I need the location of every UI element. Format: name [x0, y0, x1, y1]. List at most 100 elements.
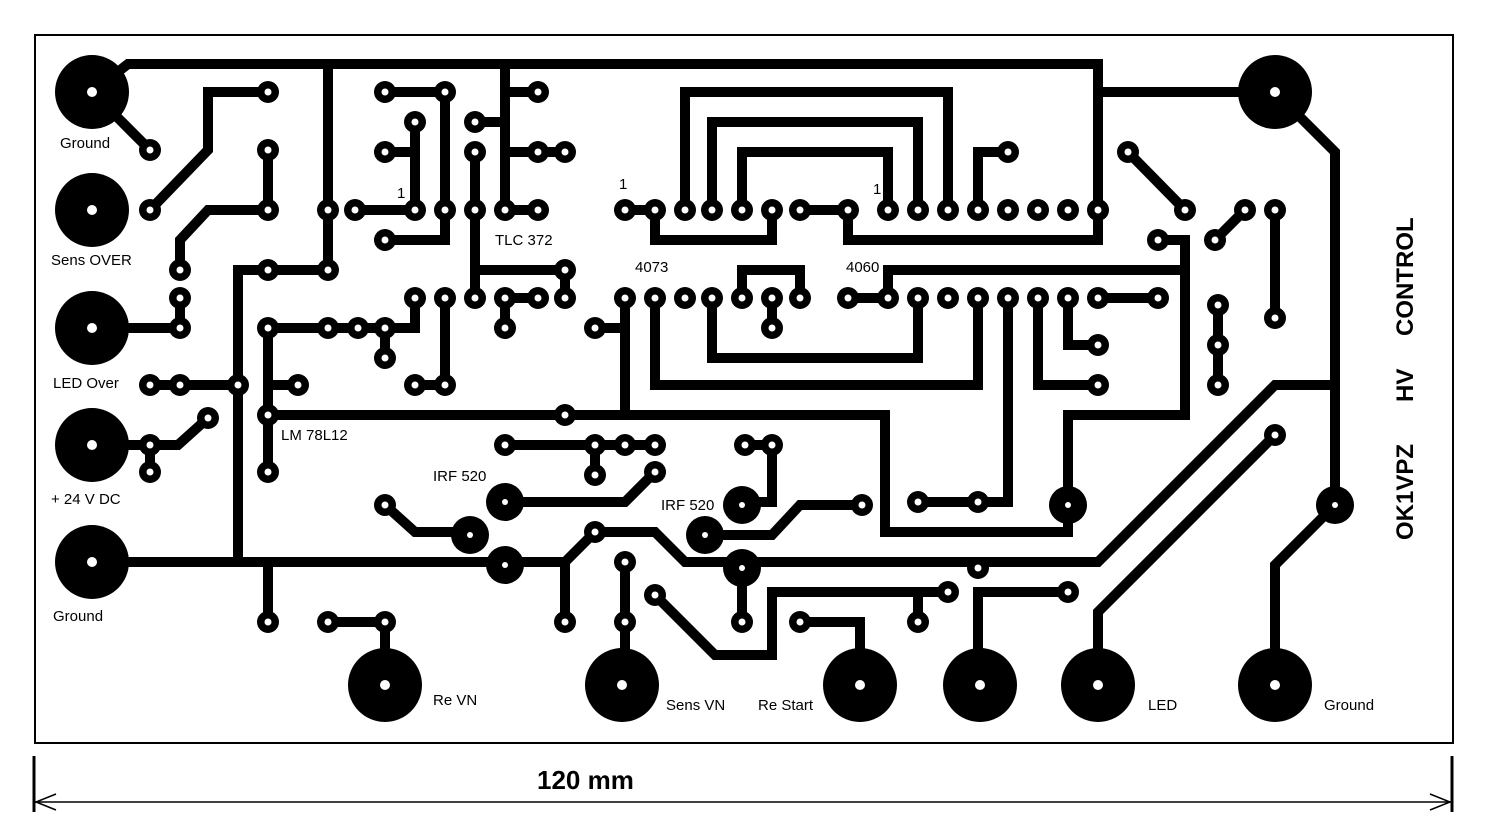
pad-hole — [1181, 206, 1189, 214]
pad-hole — [561, 148, 569, 156]
pad-hole — [1094, 294, 1102, 302]
pad-hole — [681, 294, 689, 302]
label-sens-over: Sens OVER — [51, 252, 132, 269]
pad-hole — [146, 206, 154, 214]
label-ground-top: Ground — [60, 135, 110, 152]
pad-hole — [974, 294, 982, 302]
pad-hole — [1214, 301, 1222, 309]
pad-hole — [1034, 206, 1042, 214]
pad-hole — [1004, 206, 1012, 214]
pad-hole — [1064, 206, 1072, 214]
pad-hole — [651, 468, 659, 476]
label-re-start: Re Start — [758, 697, 814, 714]
pad-hole — [381, 324, 389, 332]
pad-hole — [294, 381, 302, 389]
pad-hole — [204, 414, 212, 422]
pad-hole — [914, 618, 922, 626]
title-callsign: OK1VPZ — [1392, 444, 1419, 540]
pad-hole — [561, 294, 569, 302]
pad-hole — [1004, 294, 1012, 302]
title-hv: HV — [1392, 369, 1419, 402]
pad-hole — [651, 206, 659, 214]
pad-hole — [591, 441, 599, 449]
pad-hole — [264, 411, 272, 419]
label-ground-right: Ground — [1324, 697, 1374, 714]
pad-hole — [441, 206, 449, 214]
pad-hole — [1271, 314, 1279, 322]
labels: Ground Sens OVER LED Over + 24 V DC Grou… — [51, 135, 1419, 714]
label-led: LED — [1148, 697, 1177, 714]
pad-hole — [534, 294, 542, 302]
pad-hole — [768, 294, 776, 302]
pad-hole — [324, 206, 332, 214]
pad-hole — [768, 206, 776, 214]
pad-hole — [324, 266, 332, 274]
pad-hole — [471, 294, 479, 302]
pad-hole — [351, 206, 359, 214]
pad-hole — [176, 324, 184, 332]
pin1-marker-tlc: 1 — [397, 185, 405, 202]
pad-hole — [1241, 206, 1249, 214]
pad-hole — [681, 206, 689, 214]
pad-hole — [146, 441, 154, 449]
pad-hole — [796, 294, 804, 302]
pad-hole — [738, 206, 746, 214]
label-irf520-2: IRF 520 — [661, 497, 714, 514]
pad-hole — [324, 324, 332, 332]
board-title: OK1VPZ HV CONTROL — [1392, 217, 1419, 540]
pad-hole — [591, 528, 599, 536]
pad-hole — [264, 468, 272, 476]
pad-hole — [471, 118, 479, 126]
pin1-marker-4060: 1 — [873, 181, 881, 198]
pad-hole — [501, 206, 509, 214]
pad-hole — [264, 88, 272, 96]
pad-hole — [264, 324, 272, 332]
pad-hole — [591, 324, 599, 332]
pad-hole — [234, 381, 242, 389]
pad-hole — [974, 498, 982, 506]
pad-hole — [1154, 294, 1162, 302]
pad-hole — [411, 206, 419, 214]
pad-hole — [501, 294, 509, 302]
pad-hole — [561, 266, 569, 274]
pad-hole — [1094, 206, 1102, 214]
pad-hole — [534, 206, 542, 214]
pad-hole — [741, 441, 749, 449]
pad-hole — [974, 206, 982, 214]
pad-hole — [264, 266, 272, 274]
pad-hole — [708, 294, 716, 302]
pad-hole — [501, 441, 509, 449]
pad-hole — [621, 618, 629, 626]
pad-hole — [1064, 588, 1072, 596]
label-ground-left: Ground — [53, 608, 103, 625]
pad-hole — [176, 381, 184, 389]
pad-hole — [411, 118, 419, 126]
pad-hole — [738, 294, 746, 302]
pad-hole — [146, 381, 154, 389]
pad-hole — [411, 381, 419, 389]
pad-hole — [944, 588, 952, 596]
label-led-over: LED Over — [53, 375, 119, 392]
pad-hole — [176, 294, 184, 302]
pad-hole — [1064, 294, 1072, 302]
pad-hole — [796, 206, 804, 214]
pad-hole — [176, 266, 184, 274]
dimension-label: 120 mm — [537, 765, 634, 795]
label-tlc372: TLC 372 — [495, 232, 553, 249]
pad-hole — [591, 471, 599, 479]
pad-hole — [1124, 148, 1132, 156]
pad-hole — [411, 294, 419, 302]
pad-hole — [354, 324, 362, 332]
pad-hole — [1004, 148, 1012, 156]
pad-hole — [264, 618, 272, 626]
pad-hole — [381, 354, 389, 362]
pad-hole — [534, 148, 542, 156]
pad-hole — [621, 294, 629, 302]
pad-hole — [264, 146, 272, 154]
pad-hole — [708, 206, 716, 214]
pad-hole — [1034, 294, 1042, 302]
pad-hole — [381, 618, 389, 626]
pad-hole — [974, 564, 982, 572]
label-supply: + 24 V DC — [51, 491, 121, 508]
